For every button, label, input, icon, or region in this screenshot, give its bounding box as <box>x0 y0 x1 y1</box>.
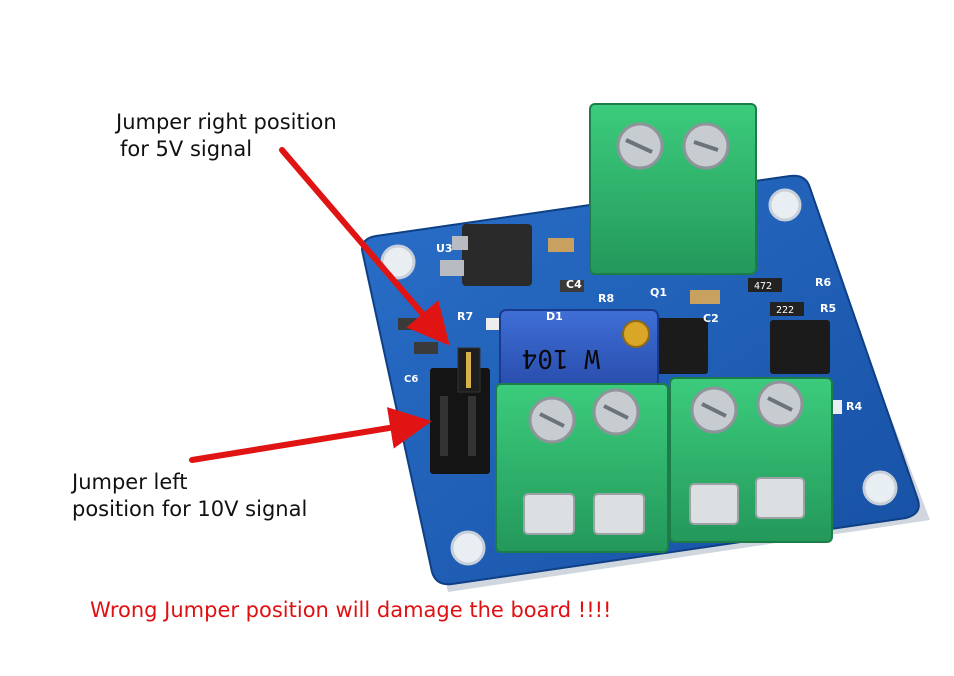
terminal-block-top <box>589 103 757 275</box>
silk-c6: C6 <box>404 374 418 385</box>
resistor-marking: 472 <box>754 281 772 292</box>
silk-u3: U3 <box>436 242 453 255</box>
terminal-block-bottom-left <box>495 383 669 553</box>
arrow-jumper-right <box>279 147 450 346</box>
warning-text: Wrong Jumper position will damage the bo… <box>90 598 612 622</box>
silk-c4: C4 <box>566 278 582 291</box>
caption-jumper-right-line2: for 5V signal <box>120 137 253 161</box>
terminal-block-bottom-right <box>669 377 833 543</box>
opamp-chips <box>656 318 830 374</box>
caption-jumper-left: Jumper left position for 10V signal <box>72 469 307 523</box>
silk-r5: R5 <box>820 302 836 315</box>
arrow-jumper-left <box>189 407 432 463</box>
silkscreen-labels: U3 R7 C4 R8 D1 Q1 C2 R6 R5 R4 C6 <box>404 242 862 413</box>
silk-r4: R4 <box>846 400 862 413</box>
caption-jumper-right-line1: Jumper right position <box>116 110 337 134</box>
trimpot-marking: W 104 <box>522 343 600 373</box>
caption-jumper-left-line2: position for 10V signal <box>72 497 308 521</box>
resistor-marking-2: 222 <box>776 305 794 316</box>
caption-jumper-left-line1: Jumper left <box>72 470 188 494</box>
caption-jumper-right: Jumper right position for 5V signal <box>116 109 337 163</box>
silk-q1: Q1 <box>650 286 667 299</box>
regulator-u3 <box>440 224 532 286</box>
silk-r8: R8 <box>598 292 614 305</box>
silk-r7: R7 <box>457 310 473 323</box>
mounting-holes <box>380 188 898 566</box>
trimmer-potentiometer <box>499 309 659 397</box>
jumper-header <box>430 347 490 474</box>
silk-r6: R6 <box>815 276 831 289</box>
silk-d1: D1 <box>546 310 563 323</box>
silk-c2: C2 <box>703 312 719 325</box>
